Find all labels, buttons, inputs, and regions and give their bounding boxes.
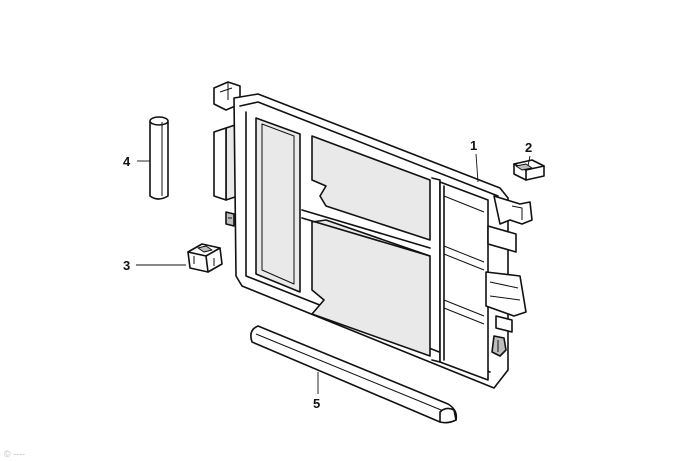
watermark: © ---- <box>4 449 25 459</box>
callout-5: 5 <box>313 396 320 411</box>
long-seal-part <box>250 325 458 424</box>
vertical-seal-part <box>149 116 169 200</box>
rubber-mount-part <box>187 243 223 273</box>
callout-3: 3 <box>123 258 130 273</box>
leader-line-2 <box>527 155 531 167</box>
callout-1: 1 <box>470 138 477 153</box>
clip-part <box>513 159 545 181</box>
leader-line-1 <box>475 153 479 183</box>
callout-2: 2 <box>525 140 532 155</box>
radiator-frame-part <box>213 81 533 389</box>
callout-4: 4 <box>123 154 131 169</box>
